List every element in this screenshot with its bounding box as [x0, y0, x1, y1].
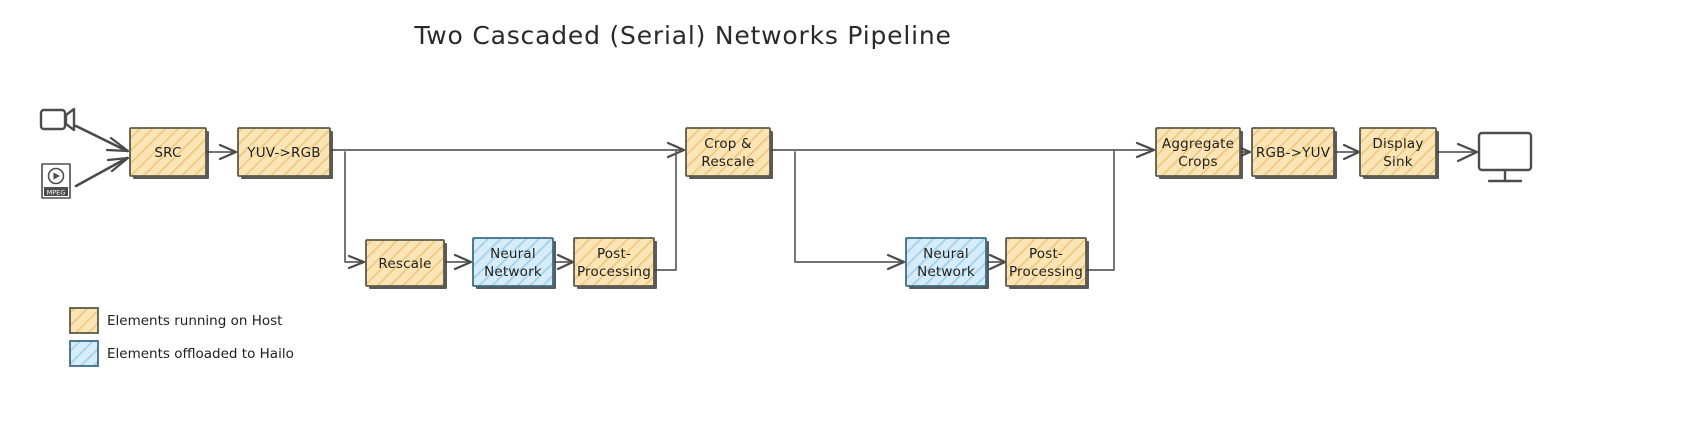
legend-swatch-host: [69, 307, 99, 334]
node-yuv2rgb[interactable]: YUV->RGB: [237, 127, 333, 179]
edge-croprescale-to-nn2: [794, 151, 904, 263]
arrowhead-displaysink-to-monitor: [1456, 142, 1479, 163]
node-rgb2yuv[interactable]: RGB->YUV: [1251, 127, 1337, 179]
edge-camera-to-src: [74, 124, 129, 153]
legend-swatch-hailo: [69, 340, 99, 367]
node-displaysink-label-line1: Display: [1372, 136, 1423, 152]
display-monitor-icon: [1477, 131, 1533, 183]
node-post1-label-line1: Post-: [597, 246, 631, 262]
arrowhead-yuv2rgb-to-rescale1: [347, 254, 366, 270]
media-file-icon: MPEG: [41, 163, 71, 199]
node-croprescale[interactable]: Crop & Rescale: [685, 127, 773, 179]
page-title: Two Cascaded (Serial) Networks Pipeline: [413, 21, 951, 50]
node-nn2-label-line2: Network: [917, 264, 975, 280]
node-nn2[interactable]: Neural Network: [905, 237, 989, 289]
arrowhead-croprescale-to-nn2: [886, 253, 906, 271]
node-rescale1[interactable]: Rescale: [365, 239, 447, 289]
arrowhead-file-to-src: [106, 156, 130, 173]
edge-post2-to-aggregate: [1085, 149, 1115, 271]
node-src-label: SRC: [154, 145, 181, 161]
legend: Elements running on Host Elements offloa…: [69, 307, 294, 367]
node-src[interactable]: SRC: [129, 127, 209, 179]
node-nn1[interactable]: Neural Network: [472, 237, 556, 289]
node-displaysink[interactable]: Display Sink: [1359, 127, 1439, 179]
edge-yuv2rgb-to-rescale1: [344, 151, 364, 263]
arrowhead-src-to-yuv2rgb: [218, 143, 238, 161]
arrowhead-rgb2yuv-to-displaysink: [1342, 143, 1361, 161]
node-post2-label-line2: Processing: [1009, 264, 1083, 280]
arrowhead-yuv2rgb-to-croprescale: [666, 141, 686, 159]
arrowhead-nn1-to-post1: [556, 253, 575, 271]
legend-label-hailo: Elements offloaded to Hailo: [107, 346, 294, 362]
node-rescale1-label: Rescale: [378, 256, 431, 272]
node-nn1-label-line1: Neural: [490, 246, 536, 262]
node-croprescale-label-line2: Rescale: [701, 154, 754, 170]
arrowhead-rescale1-to-nn1: [453, 253, 473, 271]
node-post1-label-line2: Processing: [577, 264, 651, 280]
media-file-label: MPEG: [47, 189, 66, 197]
video-camera-icon: [39, 107, 76, 132]
legend-label-host: Elements running on Host: [107, 313, 282, 329]
node-croprescale-label-line1: Crop &: [704, 136, 752, 152]
edge-file-to-src: [74, 156, 129, 188]
arrowhead-nn2-to-post2: [988, 253, 1007, 271]
node-displaysink-label-line2: Sink: [1383, 154, 1413, 170]
legend-item-hailo: Elements offloaded to Hailo: [69, 340, 294, 367]
edge-post1-to-croprescale: [653, 149, 677, 271]
node-post2[interactable]: Post- Processing: [1005, 237, 1089, 289]
node-nn1-label-line2: Network: [484, 264, 542, 280]
node-post2-label-line1: Post-: [1029, 246, 1063, 262]
node-aggregate[interactable]: Aggregate Crops: [1155, 127, 1243, 179]
node-nn2-label-line1: Neural: [923, 246, 969, 262]
arrowhead-croprescale-to-aggregate: [1135, 141, 1156, 159]
legend-item-host: Elements running on Host: [69, 307, 282, 334]
node-aggregate-label-line2: Crops: [1178, 154, 1218, 170]
node-yuv2rgb-label: YUV->RGB: [246, 145, 320, 161]
node-post1[interactable]: Post- Processing: [573, 237, 657, 289]
node-rgb2yuv-label: RGB->YUV: [1256, 145, 1331, 161]
arrowhead-camera-to-src: [105, 136, 130, 153]
node-aggregate-label-line1: Aggregate: [1162, 136, 1234, 152]
